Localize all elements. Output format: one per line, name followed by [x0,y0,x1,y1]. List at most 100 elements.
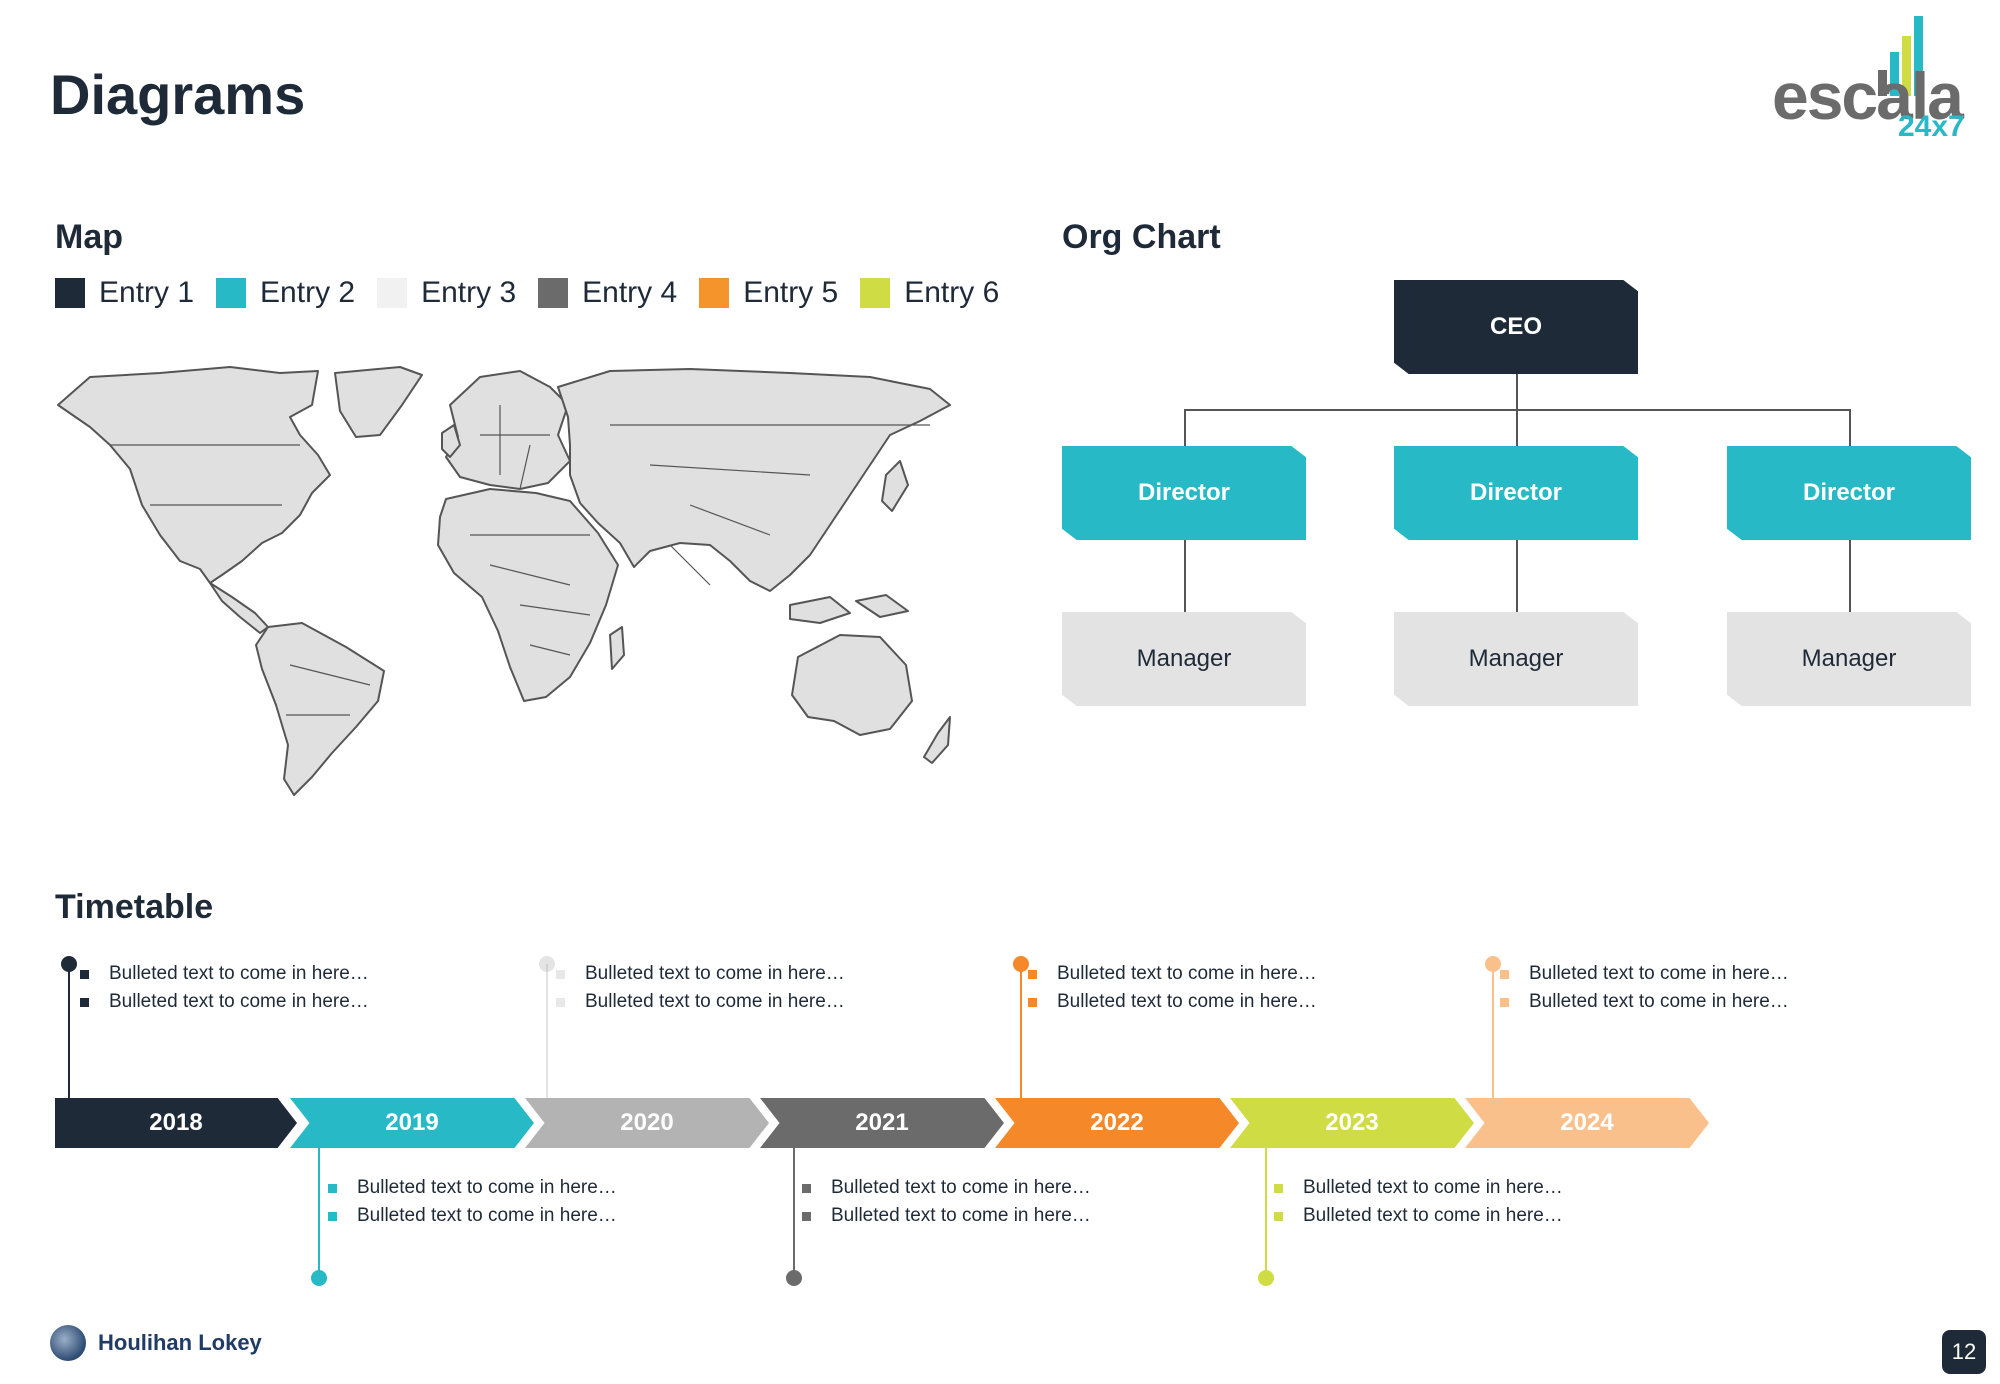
bullet-marker [328,1211,337,1221]
bullet-text: Bulleted text to come in here… [831,1205,1091,1226]
timeline-stem [546,964,548,1098]
legend-item: Entry 5 [699,276,838,310]
logo-bar [1914,16,1923,96]
europe-shape [445,370,571,490]
timeline-bullets: Bulleted text to come in here… Bulleted … [1028,960,1317,1016]
bullet-marker [1028,969,1037,979]
bullet-item: Bulleted text to come in here… [1028,988,1317,1016]
bullet-item: Bulleted text to come in here… [80,988,369,1016]
timeline-stem [318,1148,320,1276]
org-node-label: Director [1802,479,1896,506]
timeline-dot [1258,1270,1274,1286]
timeline-bullets: Bulleted text to come in here… Bulleted … [556,960,845,1016]
year-label: 2022 [1090,1109,1144,1136]
org-node-label: Manager [1468,645,1564,672]
year-label: 2018 [149,1109,203,1136]
uk-shape [441,424,461,458]
legend-swatch [699,278,730,308]
org-node-label: Manager [1136,645,1232,672]
org-connector [1849,540,1851,612]
map-land [57,366,951,796]
timetable-title: Timetable [55,888,214,926]
bullet-marker [556,969,565,979]
timeline-bullets: Bulleted text to come in here… Bulleted … [328,1174,617,1230]
logo-subtext: 24x7 [1898,110,1965,143]
year-label: 2020 [620,1109,674,1136]
bullet-item: Bulleted text to come in here… [328,1202,617,1230]
timeline-bullets: Bulleted text to come in here… Bulleted … [1500,960,1789,1016]
bullet-item: Bulleted text to come in here… [1274,1174,1563,1202]
africa-shape [437,488,619,702]
page-title: Diagrams [50,63,306,126]
bullet-marker [1500,969,1509,979]
madagascar-shape [609,626,625,670]
logo-bar [1890,52,1899,96]
map-legend: Entry 1 Entry 2 Entry 3 Entry 4 Entry 5 … [55,276,1021,310]
footer-brand-text: Houlihan Lokey [98,1330,262,1355]
bullet-marker [1274,1183,1283,1193]
bullet-marker [1028,997,1037,1007]
border-line [480,405,550,490]
north-america-shape [57,366,331,584]
bullet-text: Bulleted text to come in here… [109,991,369,1012]
border-line [286,664,371,716]
japan-shape [881,460,909,512]
border-line [610,424,930,586]
bullet-item: Bulleted text to come in here… [802,1174,1091,1202]
bullet-marker [80,969,89,979]
south-america-shape [255,622,385,796]
legend-label: Entry 4 [582,276,678,309]
timeline-dot [61,956,77,972]
year-label: 2021 [855,1109,909,1136]
page-number: 12 [1942,1330,1986,1374]
bullet-text: Bulleted text to come in here… [831,1177,1091,1198]
bullet-text: Bulleted text to come in here… [1057,963,1317,984]
world-map [57,366,951,796]
legend-item: Entry 6 [860,276,999,310]
org-connector [1516,409,1518,447]
timeline-bullets: Bulleted text to come in here… Bulleted … [802,1174,1091,1230]
year-label: 2024 [1560,1109,1614,1136]
timeline-stem [793,1148,795,1276]
bullet-marker [80,997,89,1007]
bullet-marker [1500,997,1509,1007]
bullet-marker [802,1183,811,1193]
legend-swatch [377,278,408,308]
bullet-item: Bulleted text to come in here… [556,960,845,988]
timeline-stem [1020,964,1022,1098]
legend-label: Entry 1 [99,276,195,309]
org-node-label: CEO [1489,313,1542,340]
timeline-dot [311,1270,327,1286]
timeline-year: 2019 [290,1098,534,1148]
legend-label: Entry 3 [421,276,517,309]
legend-label: Entry 5 [743,276,839,309]
org-connector [1849,409,1851,447]
bullet-text: Bulleted text to come in here… [1057,991,1317,1012]
bullet-text: Bulleted text to come in here… [1529,963,1789,984]
southeast-asia-islands-shape [855,594,909,618]
org-connector [1516,374,1518,410]
org-node-director: Director [1062,446,1306,540]
org-node-label: Director [1137,479,1231,506]
bullet-marker [802,1211,811,1221]
timeline-year: 2020 [525,1098,769,1148]
timeline-dot [786,1270,802,1286]
timeline-stem [68,964,70,1098]
bullet-marker [556,997,565,1007]
bullet-text: Bulleted text to come in here… [109,963,369,984]
org-connector [1184,409,1186,447]
bullet-text: Bulleted text to come in here… [357,1177,617,1198]
org-node-label: Director [1469,479,1563,506]
bullet-text: Bulleted text to come in here… [1529,991,1789,1012]
bullet-item: Bulleted text to come in here… [802,1202,1091,1230]
org-connector [1516,540,1518,612]
bullet-item: Bulleted text to come in here… [80,960,369,988]
legend-swatch [538,278,569,308]
bullet-item: Bulleted text to come in here… [1028,960,1317,988]
legend-item: Entry 1 [55,276,194,310]
greenland-shape [334,366,423,438]
timeline-year: 2022 [995,1098,1239,1148]
timeline-bullets: Bulleted text to come in here… Bulleted … [80,960,369,1016]
org-node-label: Manager [1801,645,1897,672]
bullet-item: Bulleted text to come in here… [328,1174,617,1202]
